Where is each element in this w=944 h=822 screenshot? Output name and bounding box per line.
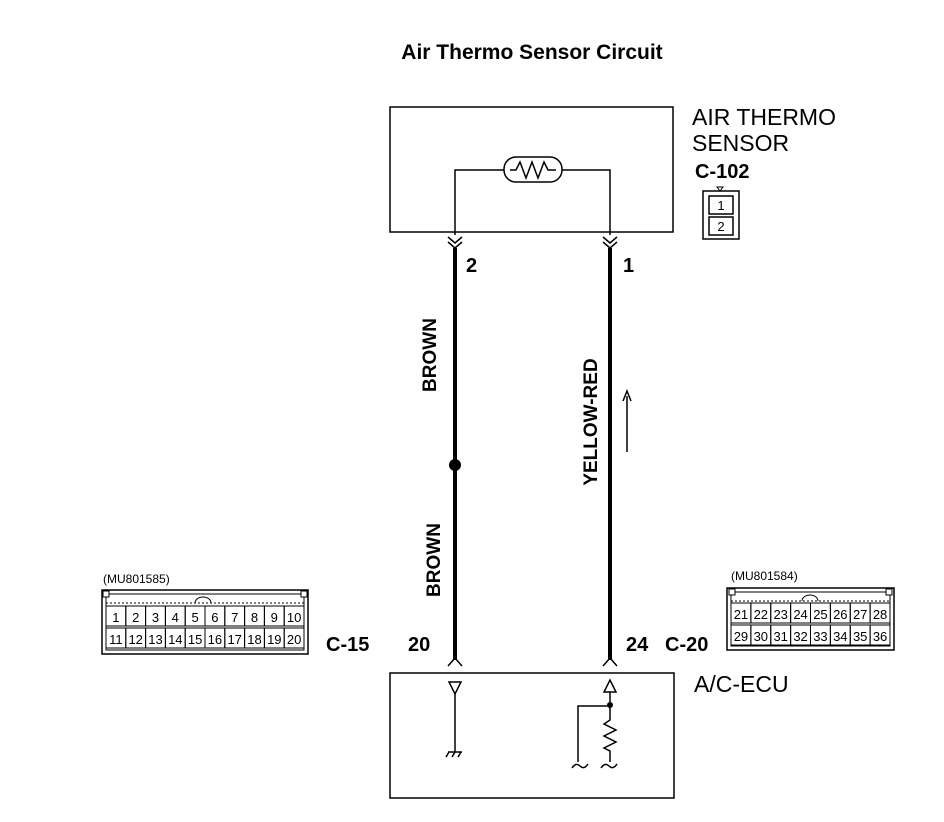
ecu-left-pin: 20 [408,634,430,656]
c20-pin-36: 36 [873,629,887,644]
c20-pin-31: 31 [773,629,787,644]
signal-direction-arrow [622,388,632,452]
c15-pin-11: 11 [109,632,123,647]
ecu-ground-circuit [445,681,463,758]
sensor-label-line2: SENSOR [692,130,789,156]
c15-pin-cell [283,605,305,627]
c20-pin-22: 22 [754,607,768,622]
c20-pin-34: 34 [833,629,847,644]
c102-connector-face: 1 2 [702,186,740,240]
c20-pin-cell [869,602,891,624]
c20-pin-23: 23 [773,607,787,622]
ecu-left-connector-id: C-15 [326,634,369,656]
c15-pin-20: 20 [287,632,301,647]
ecu-right-connector-id: C-20 [665,634,708,656]
c15-pin-3: 3 [152,610,159,625]
c15-pin-9: 9 [271,610,278,625]
diagram-title: Air Thermo Sensor Circuit [401,41,662,64]
c20-pin-27: 27 [853,607,867,622]
ecu-connector-chevrons [447,656,618,667]
c20-pin-24: 24 [793,607,807,622]
c15-pin-13: 13 [148,632,162,647]
sensor-pin-left: 2 [466,255,477,277]
c15-pin-17: 17 [227,632,241,647]
sensor-connector-chevrons [447,236,618,249]
c20-pin-cell [869,624,891,646]
c15-pin-15: 15 [188,632,202,647]
c15-pin-1: 1 [112,610,119,625]
c20-part-number: (MU801584) [731,569,798,583]
c15-pin-16: 16 [208,632,222,647]
c20-pin-30: 30 [754,629,768,644]
thermistor-symbol [503,156,563,183]
c15-pin-14: 14 [168,632,182,647]
c102-pin-1: 1 [717,198,724,213]
wire-label-yellow-red: YELLOW-RED [581,358,602,485]
c15-part-number: (MU801585) [103,572,170,586]
ecu-input-circuit [571,678,618,769]
wire-label-brown-upper: BROWN [420,318,441,392]
c15-pin-18: 18 [247,632,261,647]
sensor-box [389,106,674,233]
c20-pin-25: 25 [813,607,827,622]
ecu-right-pin: 24 [626,634,649,656]
c20-pin-35: 35 [853,629,867,644]
c15-pin-12: 12 [128,632,142,647]
c15-pin-10: 10 [287,610,301,625]
c15-pin-5: 5 [191,610,198,625]
sensor-internal-wire-right [562,169,611,235]
c102-pin-2: 2 [717,219,724,234]
c15-pin-19: 19 [267,632,281,647]
c20-connector-face: (MU801584) 21 22 23 24 25 26 27 28 29 30 31 32 33 34 3… [726,569,895,651]
c20-pin-33: 33 [813,629,827,644]
sensor-connector-id: C-102 [695,161,749,183]
splice-point [449,459,461,471]
ecu-junction-dot [607,702,613,708]
sensor-internal-wire-left [454,169,504,235]
c20-pin-29: 29 [734,629,748,644]
c15-pin-2: 2 [132,610,139,625]
c15-pin-8: 8 [251,610,258,625]
ecu-box [389,672,675,799]
c20-pin-28: 28 [873,607,887,622]
wire-label-brown-lower: BROWN [424,523,445,597]
c15-pin-7: 7 [231,610,238,625]
ecu-label: A/C-ECU [694,671,789,697]
sensor-label-line1: AIR THERMO [692,104,836,130]
c15-pin-cell [283,627,305,649]
c20-pin-32: 32 [793,629,807,644]
c15-pin-6: 6 [211,610,218,625]
c20-pin-26: 26 [833,607,847,622]
c20-pin-21: 21 [734,607,748,622]
sensor-pin-right: 1 [623,255,634,277]
c15-pin-4: 4 [172,610,179,625]
